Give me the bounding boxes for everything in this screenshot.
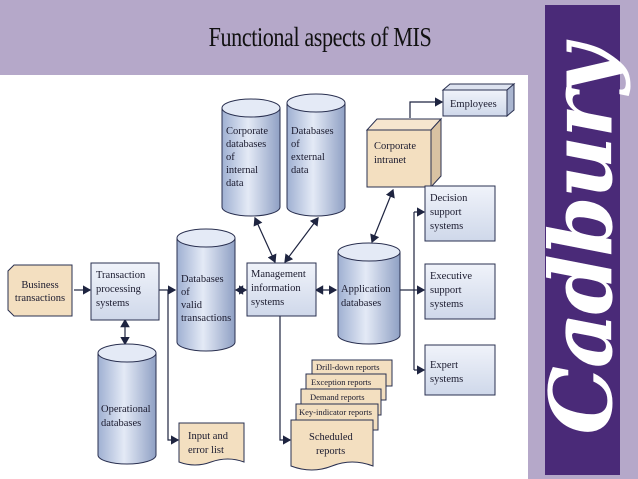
- validdb-line-2: of: [181, 287, 190, 298]
- report-key-indicator: Key-indicator reports: [299, 407, 372, 417]
- intranet-line-2: intranet: [374, 155, 406, 166]
- node-operational-db: Operational databases: [97, 343, 157, 465]
- internal-line-3: of: [226, 152, 235, 163]
- node-application-db: Application databases: [337, 242, 401, 345]
- internal-line-4: internal: [226, 165, 258, 176]
- arrow-external-mis: [284, 217, 319, 263]
- tps-line-3: systems: [96, 298, 129, 309]
- dss-line-3: systems: [430, 221, 463, 232]
- report-drilldown: Drill-down reports: [316, 362, 380, 372]
- expert-line-2: systems: [430, 374, 463, 385]
- report-exception: Exception reports: [311, 377, 371, 387]
- node-employees: Employees: [441, 82, 516, 118]
- node-corporate-intranet: Corporate intranet: [365, 117, 443, 189]
- node-tps: Transaction processing systems: [90, 262, 160, 321]
- report-stack: Drill-down reports Exception reports Dem…: [295, 359, 393, 431]
- arrow-intranet-employees: [409, 97, 444, 118]
- internal-line-5: data: [226, 178, 244, 189]
- scheduled-line-2: reports: [316, 446, 345, 457]
- ess-line-3: systems: [430, 299, 463, 310]
- node-corporate-internal-db: Corporate databases of internal data: [221, 98, 281, 217]
- tps-line-1: Transaction: [96, 270, 146, 281]
- mis-line-2: information: [251, 283, 301, 294]
- node-expert: Expert systems: [424, 344, 496, 396]
- mis-line-1: Management: [251, 269, 306, 280]
- scheduled-line-1: Scheduled: [309, 432, 353, 443]
- node-external-db: Databases of external data: [286, 93, 346, 217]
- business-line-2: transactions: [15, 293, 65, 304]
- input-error-line-1: Input and: [188, 431, 229, 442]
- logo-strip: [545, 5, 620, 475]
- node-input-error: Input and error list: [178, 422, 245, 466]
- slide-title: Functional aspects of MIS: [208, 22, 432, 52]
- tps-line-2: processing: [96, 284, 142, 295]
- dss-line-2: support: [430, 207, 462, 218]
- appdb-line-1: Application: [341, 284, 391, 295]
- internal-line-1: Corporate: [226, 126, 268, 137]
- arrow-tps-input-error: [167, 290, 180, 445]
- opdb-line-1: Operational: [101, 404, 151, 415]
- external-line-2: of: [291, 139, 300, 150]
- node-dss: Decision support systems: [424, 185, 496, 242]
- expert-line-1: Expert: [430, 360, 458, 371]
- appdb-line-2: databases: [341, 298, 381, 309]
- input-error-line-2: error list: [188, 445, 224, 456]
- arrow-mis-scheduled: [279, 316, 292, 445]
- internal-line-2: databases: [226, 139, 266, 150]
- employees-label: Employees: [450, 99, 497, 110]
- arrow-internal-mis: [253, 216, 277, 264]
- external-line-3: external: [291, 152, 325, 163]
- node-scheduled-reports: Scheduled reports: [290, 419, 374, 471]
- dss-line-1: Decision: [430, 193, 468, 204]
- ess-line-1: Executive: [430, 271, 472, 282]
- node-mis: Management information systems: [246, 262, 317, 317]
- node-business-transactions: Business transactions: [7, 264, 73, 317]
- intranet-line-1: Corporate: [374, 141, 416, 152]
- report-demand: Demand reports: [310, 392, 365, 402]
- ess-line-2: support: [430, 285, 462, 296]
- node-ess: Executive support systems: [424, 263, 496, 320]
- validdb-line-3: valid: [181, 300, 203, 311]
- arrow-appdb-intranet: [370, 188, 395, 244]
- connector-lines: [74, 97, 444, 445]
- validdb-line-4: transactions: [181, 313, 231, 324]
- business-line-1: Business: [21, 280, 58, 291]
- node-valid-transactions-db: Databases of valid transactions: [176, 228, 236, 352]
- opdb-line-2: databases: [101, 418, 141, 429]
- external-line-1: Databases: [291, 126, 334, 137]
- mis-line-3: systems: [251, 297, 284, 308]
- validdb-line-1: Databases: [181, 274, 224, 285]
- external-line-4: data: [291, 165, 309, 176]
